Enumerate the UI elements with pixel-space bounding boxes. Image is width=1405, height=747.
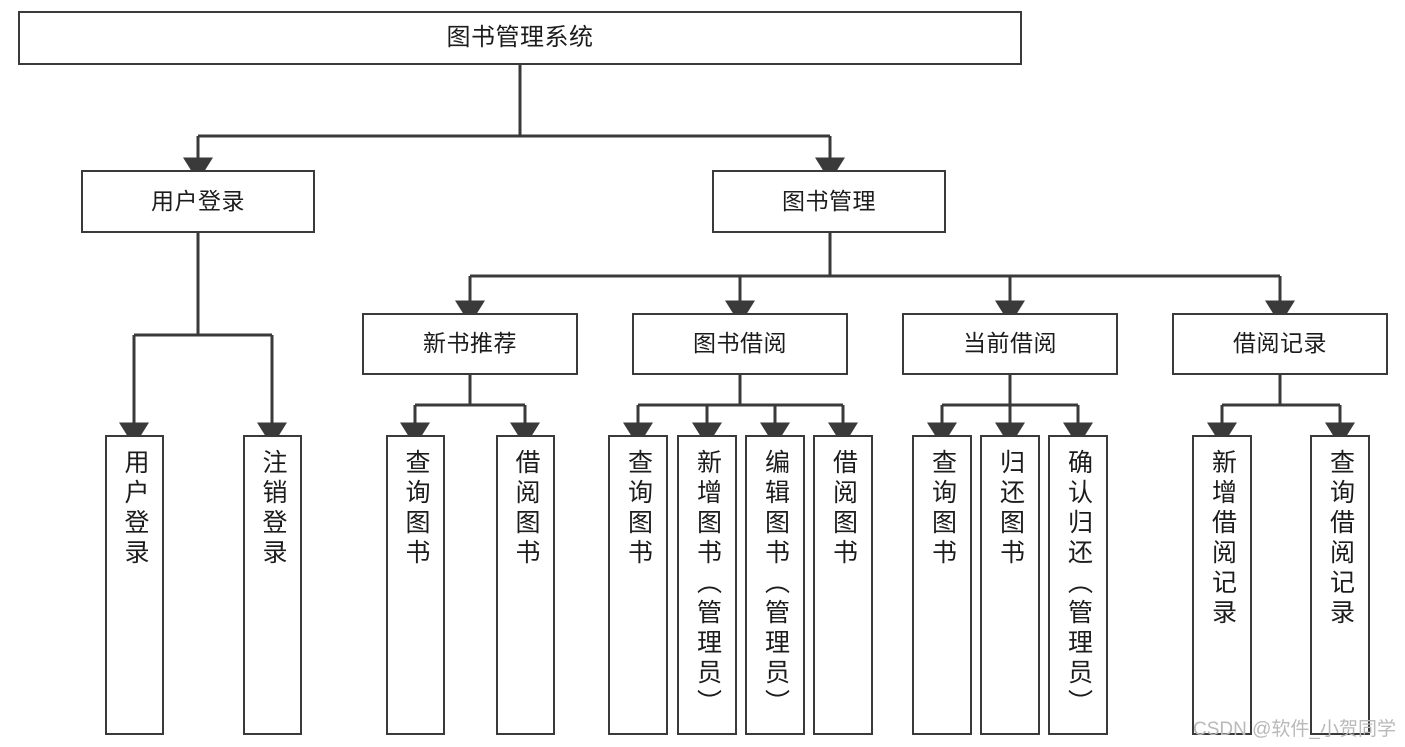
leaf-current-borrow-query-book[interactable]: 查询图书 xyxy=(912,435,972,735)
leaf-new-book-borrow-book[interactable]: 借阅图书 xyxy=(496,435,555,735)
node-book-borrow[interactable]: 图书借阅 xyxy=(632,313,848,375)
node-label: 查询图书 xyxy=(624,449,653,569)
node-label: 图书管理系统 xyxy=(446,23,594,51)
leaf-user-login-logout[interactable]: 注销登录 xyxy=(243,435,302,735)
node-label: 确认归还（管理员） xyxy=(1064,449,1093,719)
node-label: 查询图书 xyxy=(928,449,957,569)
leaf-new-book-query-book[interactable]: 查询图书 xyxy=(386,435,445,735)
leaf-borrow-record-query-record[interactable]: 查询借阅记录 xyxy=(1310,435,1370,735)
node-label: 注销登录 xyxy=(259,449,287,569)
node-label: 归还图书 xyxy=(996,449,1025,569)
node-label: 用户登录 xyxy=(151,187,245,214)
leaf-book-borrow-edit-book-admin[interactable]: 编辑图书（管理员） xyxy=(745,435,805,735)
node-current-borrow[interactable]: 当前借阅 xyxy=(902,313,1118,375)
node-label: 图书借阅 xyxy=(693,330,787,357)
leaf-borrow-record-add-record[interactable]: 新增借阅记录 xyxy=(1192,435,1252,735)
node-label: 用户登录 xyxy=(121,449,149,569)
node-label: 新增图书（管理员） xyxy=(693,449,722,719)
node-user-login[interactable]: 用户登录 xyxy=(81,170,315,233)
leaf-book-borrow-borrow-book[interactable]: 借阅图书 xyxy=(813,435,873,735)
node-label: 查询图书 xyxy=(402,449,430,569)
node-label: 借阅记录 xyxy=(1233,330,1327,357)
node-book-management[interactable]: 图书管理 xyxy=(712,170,946,233)
watermark-text: CSDN @软件_小贺同学 xyxy=(1193,719,1396,740)
leaf-user-login-login[interactable]: 用户登录 xyxy=(105,435,164,735)
leaf-book-borrow-query-book[interactable]: 查询图书 xyxy=(608,435,668,735)
node-label: 当前借阅 xyxy=(963,330,1057,357)
node-label: 新增借阅记录 xyxy=(1208,449,1237,629)
node-label: 借阅图书 xyxy=(512,449,540,569)
node-root-book-management-system[interactable]: 图书管理系统 xyxy=(18,11,1022,65)
node-new-book-recommend[interactable]: 新书推荐 xyxy=(362,313,578,375)
node-label: 借阅图书 xyxy=(829,449,858,569)
leaf-book-borrow-add-book-admin[interactable]: 新增图书（管理员） xyxy=(677,435,737,735)
node-label: 查询借阅记录 xyxy=(1326,449,1355,629)
node-label: 图书管理 xyxy=(782,187,876,214)
node-label: 新书推荐 xyxy=(423,330,517,357)
node-label: 编辑图书（管理员） xyxy=(761,449,790,719)
leaf-current-borrow-confirm-return-admin[interactable]: 确认归还（管理员） xyxy=(1048,435,1108,735)
leaf-current-borrow-return-book[interactable]: 归还图书 xyxy=(980,435,1040,735)
node-borrow-record[interactable]: 借阅记录 xyxy=(1172,313,1388,375)
